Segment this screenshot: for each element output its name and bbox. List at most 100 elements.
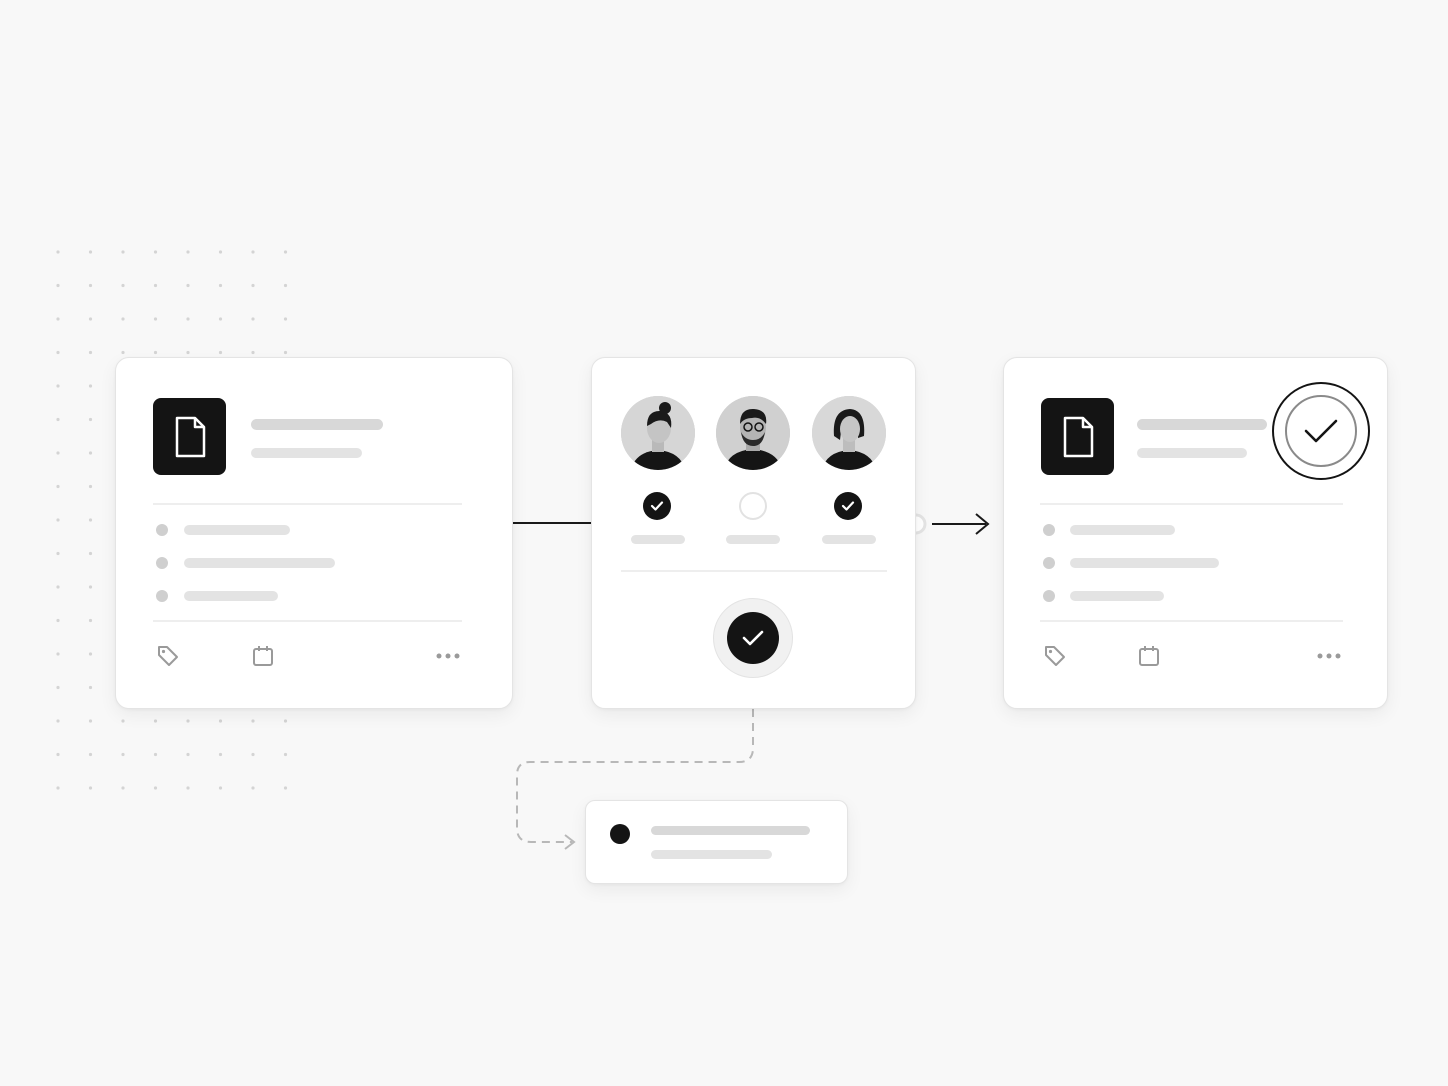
grid-dot <box>121 786 125 790</box>
grid-dot <box>218 752 223 757</box>
note-subtitle-placeholder <box>651 850 772 859</box>
list-bullet <box>156 557 168 569</box>
grid-dot <box>186 350 190 355</box>
grid-dot <box>88 350 93 355</box>
grid-dot <box>56 451 60 455</box>
grid-dot <box>56 752 60 757</box>
grid-dot <box>88 250 93 254</box>
approver-name-placeholder <box>822 535 876 544</box>
grid-dot <box>283 283 288 288</box>
grid-dot <box>56 484 60 489</box>
grid-dot <box>186 719 190 723</box>
approval-card[interactable] <box>591 357 916 709</box>
grid-dot <box>283 719 288 723</box>
grid-dot <box>56 786 60 790</box>
grid-dot <box>121 752 125 757</box>
document-icon <box>1041 398 1114 475</box>
grid-dot <box>186 250 190 254</box>
grid-dot <box>218 350 223 355</box>
more-icon[interactable] <box>1316 643 1342 669</box>
list-item-placeholder <box>1070 525 1175 535</box>
approver-name-placeholder <box>631 535 685 544</box>
approved-check-icon <box>643 492 671 520</box>
grid-dot <box>186 317 190 321</box>
list-bullet <box>156 590 168 602</box>
grid-dot <box>251 719 255 723</box>
grid-dot <box>56 551 60 556</box>
note-card[interactable] <box>585 800 848 884</box>
grid-dot <box>88 518 93 522</box>
grid-dot <box>56 350 60 355</box>
tag-icon[interactable] <box>155 643 181 669</box>
list-bullet <box>156 524 168 536</box>
grid-dot <box>121 250 125 254</box>
grid-dot <box>88 618 93 623</box>
list-bullet <box>1043 557 1055 569</box>
grid-dot <box>88 551 93 556</box>
man-glasses-avatar <box>716 396 790 470</box>
grid-dot <box>88 317 93 321</box>
grid-dot <box>218 283 223 288</box>
grid-dot <box>186 786 190 790</box>
grid-dot <box>283 317 288 321</box>
check-circle-icon <box>1272 382 1370 480</box>
grid-dot <box>88 283 93 288</box>
grid-dot <box>56 652 60 656</box>
grid-dot <box>121 317 125 321</box>
grid-dot <box>218 250 223 254</box>
grid-dot <box>121 350 125 355</box>
approved-check-icon <box>834 492 862 520</box>
grid-dot <box>218 719 223 723</box>
document-card-source[interactable] <box>115 357 513 709</box>
grid-dot <box>251 317 255 321</box>
grid-dot <box>153 752 158 757</box>
grid-dot <box>56 618 60 623</box>
grid-dot <box>218 317 223 321</box>
grid-dot <box>283 350 288 355</box>
list-item-placeholder <box>1070 558 1219 568</box>
list-item-placeholder <box>184 525 290 535</box>
list-item-placeholder <box>1070 591 1164 601</box>
grid-dot <box>88 484 93 489</box>
grid-dot <box>218 786 223 790</box>
check-icon <box>727 612 779 664</box>
approver-name-placeholder <box>726 535 780 544</box>
title-placeholder <box>1137 419 1267 430</box>
calendar-icon[interactable] <box>1136 643 1162 669</box>
grid-dot <box>283 752 288 757</box>
calendar-icon[interactable] <box>250 643 276 669</box>
grid-dot <box>251 350 255 355</box>
grid-dot <box>283 786 288 790</box>
grid-dot <box>88 786 93 790</box>
divider <box>1040 620 1343 622</box>
grid-dot <box>88 451 93 455</box>
grid-dot <box>56 283 60 288</box>
grid-dot <box>88 752 93 757</box>
approve-button[interactable] <box>713 598 793 678</box>
subtitle-placeholder <box>1137 448 1247 458</box>
grid-dot <box>88 685 93 690</box>
grid-dot <box>56 317 60 321</box>
grid-dot <box>88 652 93 656</box>
tag-icon[interactable] <box>1042 643 1068 669</box>
note-title-placeholder <box>651 826 810 835</box>
list-bullet <box>1043 590 1055 602</box>
grid-dot <box>186 752 190 757</box>
grid-dot <box>251 752 255 757</box>
grid-dot <box>56 685 60 690</box>
divider <box>1040 503 1343 505</box>
grid-dot <box>56 250 60 254</box>
woman-bob-avatar <box>812 396 886 470</box>
status-dot <box>610 824 630 844</box>
title-placeholder <box>251 419 383 430</box>
pending-status-icon <box>739 492 767 520</box>
grid-dot <box>88 417 93 422</box>
grid-dot <box>121 283 125 288</box>
list-item-placeholder <box>184 591 278 601</box>
grid-dot <box>153 719 158 723</box>
grid-dot <box>251 283 255 288</box>
grid-dot <box>56 585 60 589</box>
document-icon <box>153 398 226 475</box>
more-icon[interactable] <box>435 643 461 669</box>
